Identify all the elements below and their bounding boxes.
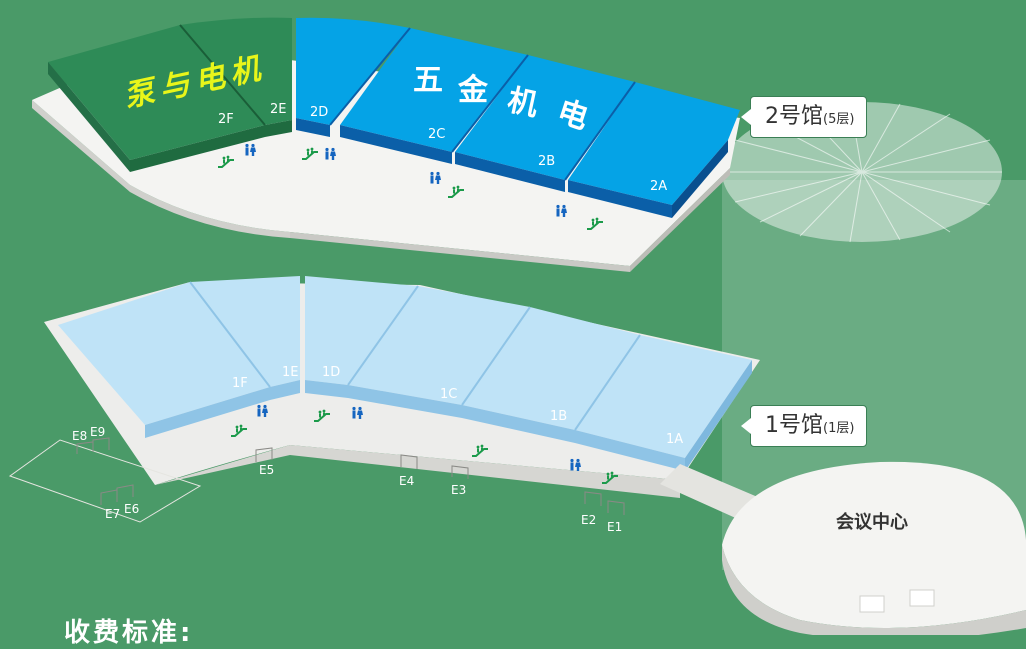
hall-1d-label: 1D xyxy=(322,365,340,380)
hall1-blocks[interactable] xyxy=(58,276,752,471)
hall-1a-label: 1A xyxy=(666,432,683,447)
entrance-e3-label: E3 xyxy=(451,483,466,497)
entrances xyxy=(76,437,625,515)
hall-2d-label: 2D xyxy=(310,105,328,120)
hardware-char-2: 金 xyxy=(457,73,489,108)
hall-1c-label: 1C xyxy=(440,387,457,402)
hardware-char-1: 五 xyxy=(413,63,443,98)
hall2-hardware-zone[interactable] xyxy=(296,17,740,218)
hall1-callout[interactable]: 1号馆(1层) xyxy=(740,405,868,447)
entrance-e2-label: E2 xyxy=(581,513,596,527)
entrance-e7-label: E7 xyxy=(105,507,120,521)
entrance-e5-label: E5 xyxy=(259,463,274,477)
conference-center[interactable]: 会议中心 xyxy=(722,461,1026,641)
entrance-e1-label: E1 xyxy=(607,520,622,534)
hall-2b-label: 2B xyxy=(538,154,555,169)
entrance-e4-label: E4 xyxy=(399,474,414,488)
hall-2a-label: 2A xyxy=(650,179,667,194)
hall-2e-label: 2E xyxy=(270,102,287,117)
conference-center-label: 会议中心 xyxy=(836,511,908,533)
entrance-e6-label: E6 xyxy=(124,502,139,516)
entrance-e9-label: E9 xyxy=(90,425,105,439)
hall-1e-label: 1E xyxy=(282,365,299,380)
hall-2f-label: 2F xyxy=(218,112,234,127)
hall2-callout-main: 2号馆 xyxy=(765,104,823,129)
hall-2c-label: 2C xyxy=(428,127,445,142)
fee-standard-heading: 收费标准: xyxy=(64,618,194,648)
hall1-callout-sub: (1层) xyxy=(823,421,855,436)
hall2-pump-zone[interactable] xyxy=(48,17,292,172)
hardware-char-3: 机 xyxy=(505,83,542,123)
walkway xyxy=(660,464,760,520)
venue-map: 泵与电机 五 金 机 电 2F 2E 2D 2C 2B 2A xyxy=(8,17,1026,648)
entrance-e8-label: E8 xyxy=(72,429,87,443)
hall2-callout-sub: (5层) xyxy=(823,112,855,127)
hall-1b-label: 1B xyxy=(550,409,567,424)
hardware-zone-label: 五 金 机 电 xyxy=(413,63,592,137)
hall1-callout-main: 1号馆 xyxy=(765,413,823,438)
hall2-callout[interactable]: 2号馆(5层) xyxy=(740,96,868,138)
hall-1f-label: 1F xyxy=(232,376,248,391)
